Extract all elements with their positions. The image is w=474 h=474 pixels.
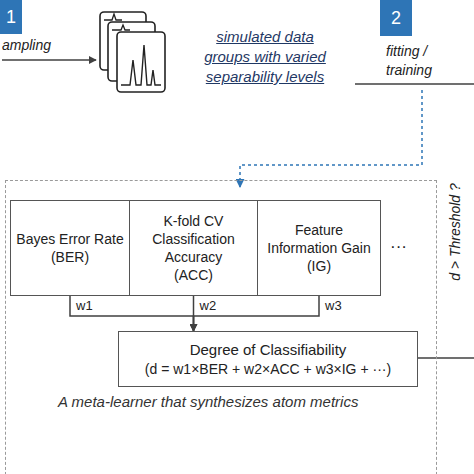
node-subtext: (IG)	[307, 257, 331, 275]
feedback-loop	[240, 90, 422, 187]
label-slot: w2	[199, 298, 218, 313]
metric-box: Bayes Error Rate(BER)	[10, 200, 130, 296]
node-text: K-fold CV Classification Accuracy	[135, 212, 253, 267]
data-description: simulated data groups with varied separa…	[196, 27, 334, 87]
node-text: Feature Information Gain	[263, 221, 375, 257]
step-badge: 2	[380, 0, 412, 36]
weight-label: w1	[75, 298, 94, 313]
node-subtext: (ACC)	[174, 266, 213, 284]
metric-box: Feature Information Gain(IG)	[257, 200, 381, 296]
threshold-label: d > Threshold ?	[446, 183, 465, 281]
weight-label: w2	[199, 298, 218, 313]
label-slot: ampling	[2, 36, 51, 55]
label-slot: ···	[390, 236, 407, 259]
flow-arrow	[2, 59, 96, 61]
node-text: A meta-learner that synthesizes atom met…	[58, 393, 436, 410]
step-label: ampling	[2, 36, 51, 55]
node-text: Degree of Classifiability	[190, 340, 347, 360]
spectra-stack-icon	[100, 12, 165, 92]
step-badge: 1	[0, 0, 22, 34]
label-slot: w3	[324, 298, 343, 313]
flow-arrow	[355, 83, 474, 85]
metric-box: K-fold CV Classification Accuracy(ACC)	[129, 200, 259, 296]
label-slot: fitting / training	[386, 42, 450, 79]
label-slot: simulated data groups with varied separa…	[196, 27, 334, 87]
weight-label: w3	[324, 298, 343, 313]
node-subtext: (BER)	[51, 248, 89, 266]
classifiability-box: Degree of Classifiability(d = w1×BER + w…	[118, 331, 418, 387]
label-slot: w1	[75, 298, 94, 313]
ellipsis: ···	[390, 236, 407, 259]
node-subtext: (d = w1×BER + w2×ACC + w3×IG + ···)	[145, 360, 391, 378]
output-line	[418, 357, 474, 359]
label-slot: d > Threshold ?	[446, 183, 465, 281]
node-text: 1	[6, 7, 16, 28]
node-text: 2	[391, 8, 401, 29]
weight-connector	[194, 296, 320, 331]
step-label: fitting / training	[386, 42, 450, 79]
weight-connector	[70, 296, 194, 331]
meta-learner-region: Bayes Error Rate(BER)K-fold CV Classific…	[5, 180, 437, 474]
node-text: Bayes Error Rate	[16, 230, 123, 248]
